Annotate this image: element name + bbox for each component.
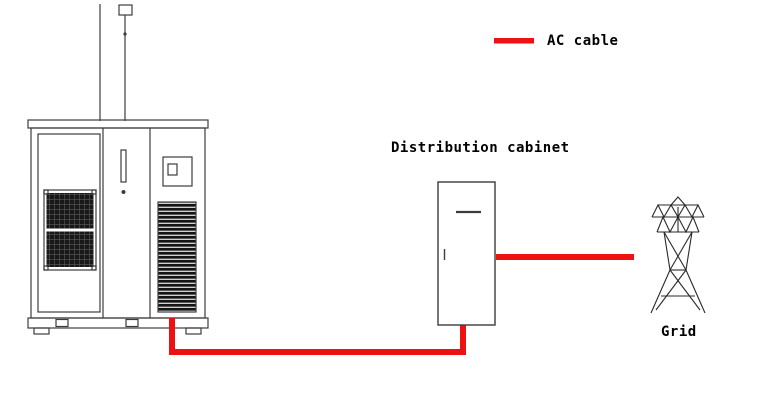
distribution-cabinet-icon <box>437 181 496 326</box>
cabinet-left-door <box>37 133 101 313</box>
cabinet-louver-grille <box>157 201 197 313</box>
legend-ac-cable-swatch <box>494 38 534 44</box>
energy-storage-cabinet-icon <box>27 4 209 335</box>
cabinet-mesh-panel <box>43 189 97 271</box>
ac-cable-storage-to-distribution <box>169 318 466 355</box>
cabinet-display-screen <box>162 156 193 187</box>
legend-ac-cable-label: AC cable <box>547 33 619 49</box>
cabinet-top-cap <box>27 119 209 129</box>
cabinet-mast <box>99 4 133 121</box>
cabinet-door-handle <box>120 149 127 194</box>
cabinet-base <box>27 317 209 335</box>
grid-label: Grid <box>661 324 697 340</box>
distribution-cabinet-label: Distribution cabinet <box>391 140 570 156</box>
grid-tower-icon <box>650 196 706 314</box>
